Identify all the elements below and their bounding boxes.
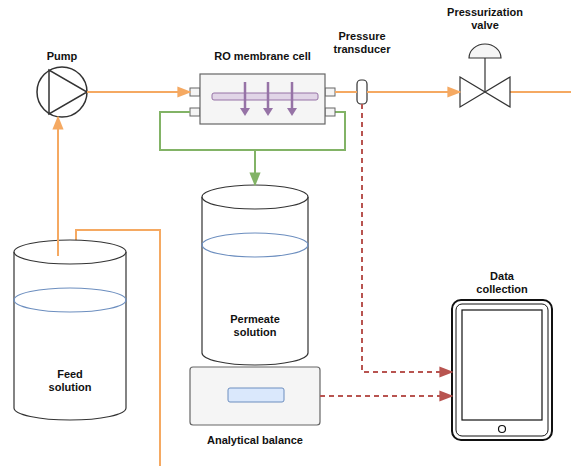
concentrate-line	[335, 91, 357, 93]
component-label: RO membrane cell	[201, 50, 325, 63]
valve-stem	[484, 58, 485, 92]
membrane-cell	[200, 74, 325, 124]
flux-arrows	[240, 82, 297, 116]
tablet-bezel	[456, 304, 548, 436]
permeate-tank: Permeate solution	[202, 185, 308, 365]
permeate-tank	[202, 197, 308, 365]
permeate-level	[202, 233, 308, 257]
pump: Pump	[37, 50, 87, 117]
component-label: Permeate solution	[223, 313, 287, 339]
component-label: Pressurization valve	[439, 6, 531, 32]
concentrate-line	[367, 91, 460, 93]
component-label: Feed solution	[38, 368, 102, 394]
outlet-line	[510, 91, 571, 93]
port	[325, 88, 335, 96]
membrane-cell: RO membrane cell	[200, 50, 325, 124]
membrane	[212, 93, 318, 100]
analytical-balance: Analytical balance	[190, 367, 320, 451]
data-collection: Data collection	[452, 270, 552, 440]
valve-actuator	[469, 44, 501, 58]
port	[190, 108, 200, 116]
pressure-transducer: Pressure transducer	[357, 30, 367, 104]
balance-display	[228, 388, 284, 402]
port	[190, 88, 200, 96]
permeate-tank-top	[202, 185, 308, 209]
valve: Pressurization valve	[460, 6, 510, 107]
pump-triangle	[49, 70, 87, 114]
permeate-line	[160, 112, 255, 185]
component-label: Pressure transducer	[326, 30, 398, 56]
feed-level	[14, 288, 126, 312]
pump-symbol	[37, 67, 87, 117]
component-label: Analytical balance	[191, 434, 319, 447]
port	[325, 108, 335, 116]
signal-line	[320, 395, 452, 397]
tablet-screen	[462, 310, 542, 420]
signal-line	[362, 104, 452, 372]
balance-body	[190, 367, 320, 425]
feed-tank-top	[14, 240, 126, 264]
transducer-symbol	[357, 80, 367, 104]
tablet-button	[499, 426, 506, 433]
feed-line	[87, 91, 190, 93]
feed-line	[57, 117, 59, 256]
valve-body	[460, 77, 510, 107]
feed-tank	[14, 252, 126, 420]
feed-tank: Feed solution	[14, 240, 126, 420]
component-label: Data collection	[470, 270, 534, 296]
tablet-body	[452, 300, 552, 440]
component-label: Pump	[32, 50, 92, 63]
